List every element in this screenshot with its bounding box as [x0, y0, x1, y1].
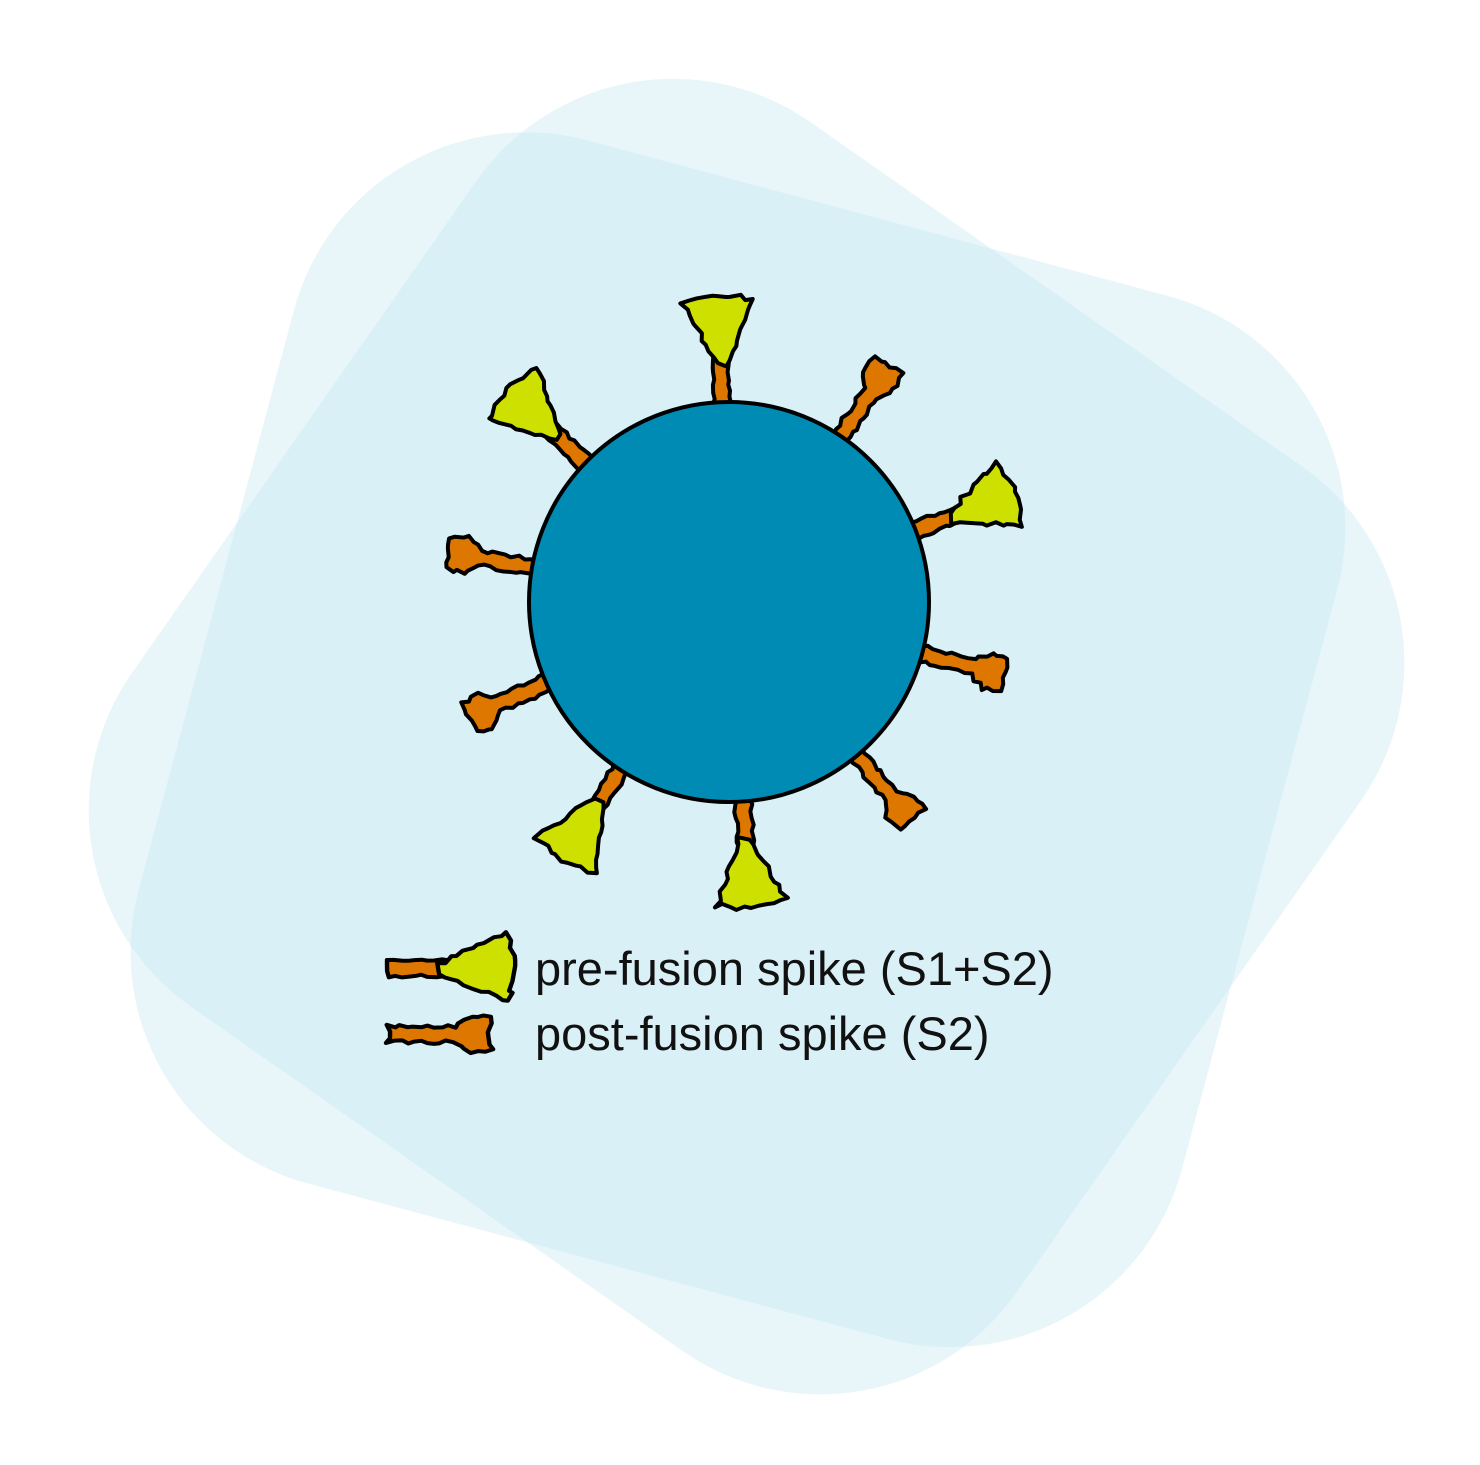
post-fusion-spike-icon: [383, 1013, 496, 1056]
s1-head: [531, 796, 606, 876]
post-fusion-spike: [444, 533, 545, 579]
post-fusion-spike: [911, 642, 1010, 694]
pre-fusion-spike: [384, 930, 518, 1003]
post-fusion-spike: [383, 1013, 496, 1056]
s1-head: [712, 835, 790, 912]
virion-envelope: [527, 400, 931, 804]
s1-head: [435, 930, 518, 1003]
pre-fusion-spike-icon: [384, 930, 518, 1003]
s2-stem: [383, 1013, 496, 1056]
pre-fusion-spike: [678, 292, 755, 413]
s2-stem: [826, 354, 906, 448]
pre-fusion-spike: [712, 791, 790, 912]
post-fusion-spike: [459, 670, 560, 734]
s1-head: [678, 292, 755, 369]
s2-stem: [459, 670, 560, 734]
s2-stem: [911, 642, 1010, 694]
post-fusion-spike: [844, 742, 929, 832]
legend-label-pre-fusion: pre-fusion spike (S1+S2): [535, 942, 1054, 995]
legend: pre-fusion spike (S1+S2) post-fusion spi…: [383, 930, 1054, 1060]
s1-head: [487, 366, 563, 442]
pre-fusion-spike: [903, 459, 1024, 543]
post-fusion-spike: [826, 354, 906, 448]
s2-stem: [844, 742, 929, 832]
s2-stem: [444, 533, 545, 579]
s1-head: [948, 459, 1024, 529]
legend-label-post-fusion: post-fusion spike (S2): [535, 1007, 990, 1060]
